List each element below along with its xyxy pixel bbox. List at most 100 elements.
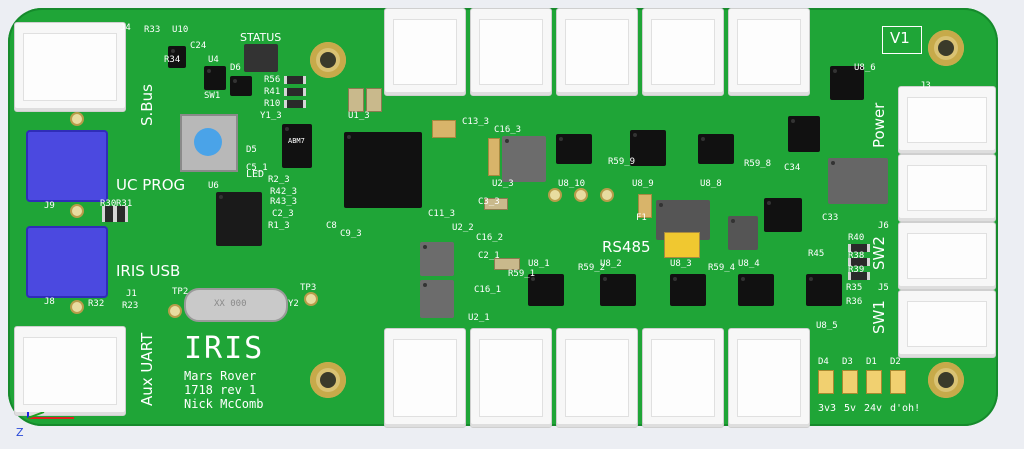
refdes: Y2 xyxy=(288,299,299,309)
connector-bottom xyxy=(384,328,466,428)
connector-top xyxy=(470,8,552,96)
connector-sw2 xyxy=(898,154,996,222)
chip-u8-9 xyxy=(630,130,666,166)
led-d2 xyxy=(890,370,906,394)
capacitor xyxy=(494,258,520,270)
refdes: U8_5 xyxy=(816,321,838,331)
refdes: C2_3 xyxy=(272,209,294,219)
chip-u8-1 xyxy=(528,274,564,306)
label-led: LED xyxy=(246,169,265,180)
pad xyxy=(488,138,500,176)
refdes: D2 xyxy=(890,357,901,367)
test-point-tp1-1 xyxy=(548,188,562,202)
label-24v: 24v xyxy=(864,403,883,414)
chip-rs485-reg xyxy=(728,216,758,250)
mounting-via xyxy=(70,300,84,314)
refdes: C13_3 xyxy=(462,117,490,127)
mounting-hole xyxy=(928,30,964,66)
label-rs485: RS485 xyxy=(602,238,651,256)
refdes: TP3 xyxy=(300,283,317,293)
refdes: R10 xyxy=(264,99,281,109)
connector-bottom xyxy=(642,328,724,428)
label-aux-uart: Aux UART xyxy=(138,332,156,406)
refdes: J9 xyxy=(44,201,55,211)
label-sw1: SW1 xyxy=(870,300,888,334)
mounting-via xyxy=(70,204,84,218)
chip-u8-2 xyxy=(600,274,636,306)
connector-sw1 xyxy=(898,290,996,358)
capacitor xyxy=(366,88,382,112)
usb-connector-j9 xyxy=(26,130,108,202)
refdes: R56 xyxy=(264,75,281,85)
test-point-tp1-3 xyxy=(600,188,614,202)
chip-u2-1 xyxy=(420,280,454,318)
refdes: R59_4 xyxy=(708,263,736,273)
chip-u8-3 xyxy=(670,274,706,306)
mounting-hole xyxy=(310,42,346,78)
chip-power-module xyxy=(828,158,888,204)
mcu-chip xyxy=(344,132,422,208)
refdes: J4 xyxy=(120,23,131,33)
connector-bottom xyxy=(556,328,638,428)
connector-top xyxy=(728,8,810,96)
refdes: R59_1 xyxy=(508,269,536,279)
refdes: ABM7 xyxy=(288,137,305,145)
axis-gizmo-icon xyxy=(27,411,74,419)
connector-bottom xyxy=(728,328,810,428)
refdes: J3 xyxy=(920,81,931,91)
chip-c34 xyxy=(764,198,802,232)
axis-gizmo[interactable]: Z xyxy=(14,411,84,442)
chip-u2-2 xyxy=(420,242,454,276)
refdes: U8_10 xyxy=(558,179,586,189)
refdes: J5 xyxy=(878,283,889,293)
led-d4 xyxy=(818,370,834,394)
resistor xyxy=(848,244,870,252)
refdes: U8_9 xyxy=(632,179,654,189)
refdes: C2_1 xyxy=(478,251,500,261)
pad xyxy=(638,194,652,218)
pad xyxy=(664,232,700,258)
refdes: R23 xyxy=(122,301,139,311)
refdes: U8_8 xyxy=(700,179,722,189)
refdes: R43_3 xyxy=(270,197,298,207)
refdes: Y1_3 xyxy=(260,111,282,121)
resistor xyxy=(284,88,306,96)
board-subtitle-line-2: 1718 rev 1 xyxy=(184,383,257,397)
refdes: TP2 xyxy=(172,287,189,297)
refdes: U6 xyxy=(208,181,219,191)
chip-u6-regulator xyxy=(216,192,262,246)
refdes: D4 xyxy=(818,357,829,367)
refdes: U2_1 xyxy=(468,313,490,323)
refdes: R45 xyxy=(808,249,825,259)
connector-top xyxy=(556,8,638,96)
refdes: R32 xyxy=(88,299,105,309)
refdes: R39 xyxy=(848,265,865,275)
chip-u8-5 xyxy=(806,274,842,306)
refdes: R59_8 xyxy=(744,159,772,169)
refdes: C11_3 xyxy=(428,209,456,219)
chip-u2-3 xyxy=(502,136,546,182)
refdes: J6 xyxy=(878,221,889,231)
label-status: STATUS xyxy=(240,31,282,44)
chip-u8-10 xyxy=(556,134,592,164)
refdes: D6 xyxy=(230,63,241,73)
chip-status xyxy=(244,44,278,72)
refdes: R40 xyxy=(848,233,865,243)
connector-j4-sbus xyxy=(14,22,126,112)
refdes: U2_2 xyxy=(452,223,474,233)
resistor xyxy=(284,76,306,84)
refdes: R30 xyxy=(100,199,117,209)
chip-u8-6 xyxy=(830,66,864,100)
label-5v: 5v xyxy=(844,403,857,414)
refdes: U8_1 xyxy=(528,259,550,269)
refdes: J1 xyxy=(126,289,137,299)
mounting-hole xyxy=(310,362,346,398)
button-cap-icon xyxy=(194,128,222,156)
refdes: R59_9 xyxy=(608,157,636,167)
connector-top xyxy=(384,8,466,96)
refdes: U8_4 xyxy=(738,259,760,269)
refdes: J8 xyxy=(44,297,55,307)
resistor xyxy=(848,272,870,280)
chip-u4 xyxy=(204,66,226,90)
